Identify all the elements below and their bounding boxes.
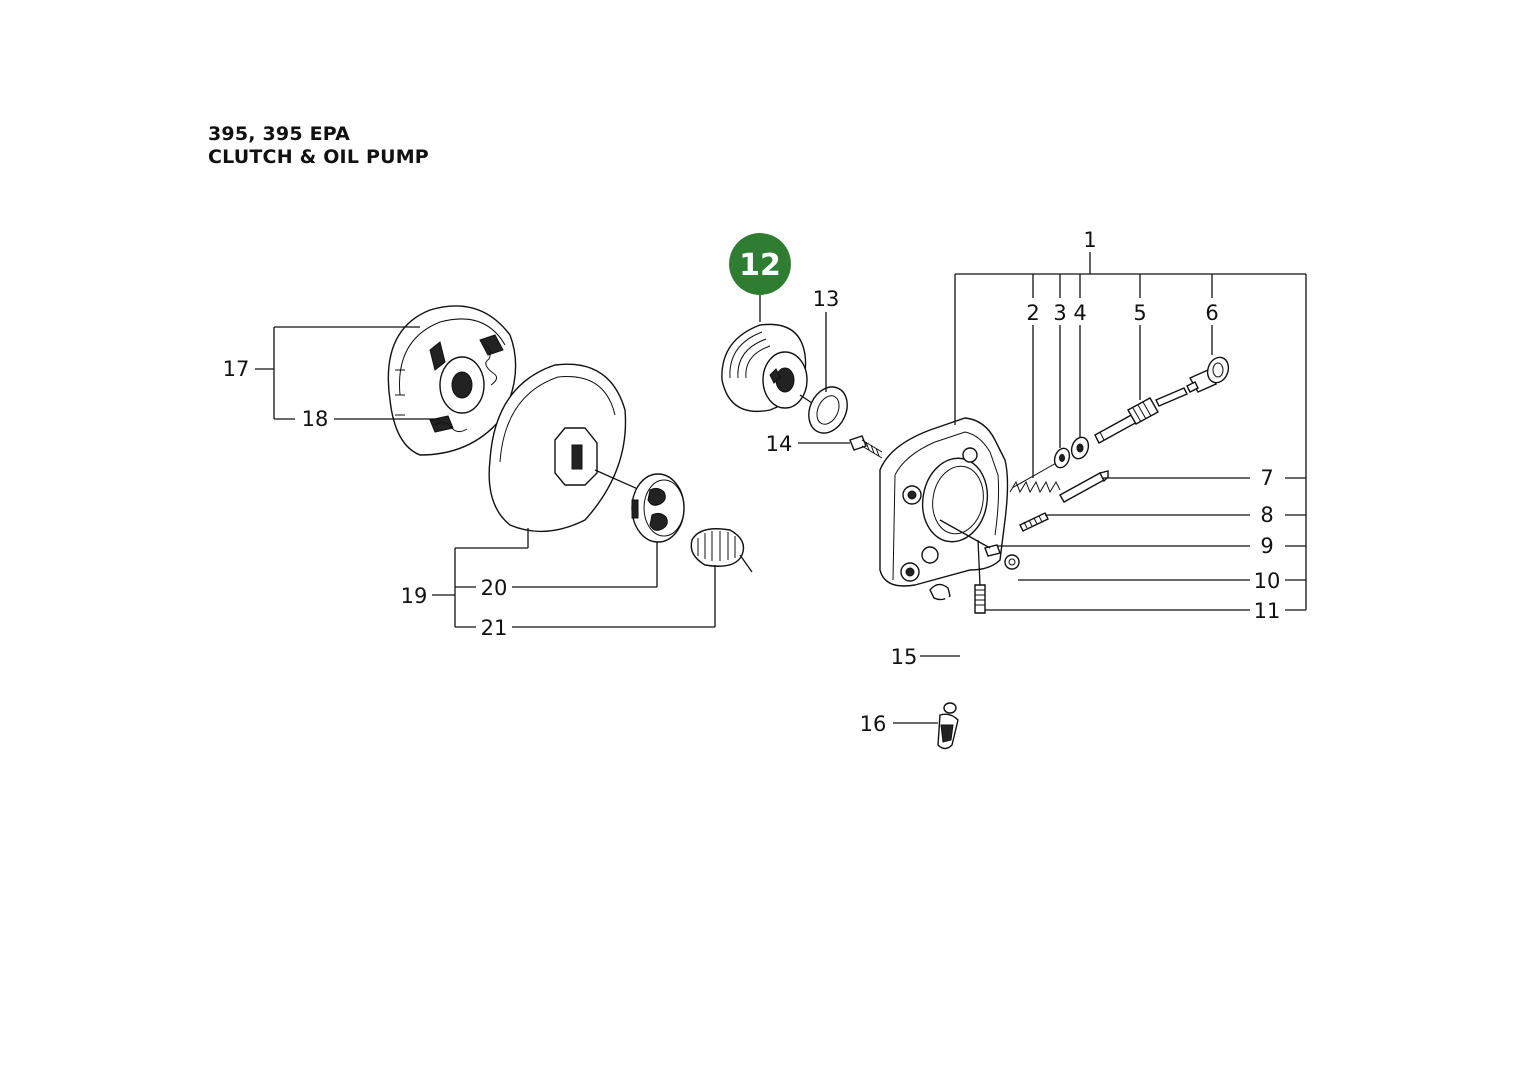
callout-10[interactable]: 10	[1254, 569, 1281, 593]
pump-plunger[interactable]	[1094, 387, 1188, 444]
diagram-section-title: CLUTCH & OIL PUMP	[208, 146, 429, 168]
callout-6[interactable]: 6	[1205, 301, 1218, 325]
plug[interactable]	[1186, 354, 1232, 393]
callout-11[interactable]: 11	[1254, 599, 1281, 623]
callout-13[interactable]: 13	[813, 287, 840, 311]
pin[interactable]	[939, 519, 1001, 557]
spring[interactable]	[1009, 461, 1061, 494]
set-screw[interactable]	[974, 539, 986, 614]
callout-14[interactable]: 14	[766, 432, 793, 456]
callout-5[interactable]: 5	[1133, 301, 1146, 325]
callout-2[interactable]: 2	[1026, 301, 1039, 325]
washer-4[interactable]	[1069, 435, 1092, 461]
oil-hose[interactable]	[929, 583, 965, 706]
screw[interactable]	[849, 435, 883, 459]
callout-1[interactable]: 1	[1083, 228, 1096, 252]
leader-lines	[255, 252, 1307, 724]
highlight-badge-12[interactable]: 12	[729, 233, 791, 295]
adjusting-screw[interactable]	[1019, 512, 1049, 532]
sprocket[interactable]	[631, 473, 685, 543]
callout-9[interactable]: 9	[1260, 534, 1273, 558]
callout-20[interactable]: 20	[481, 576, 508, 600]
callout-19[interactable]: 19	[401, 584, 428, 608]
callout-4[interactable]: 4	[1073, 301, 1086, 325]
callout-8[interactable]: 8	[1260, 503, 1273, 527]
callout-16[interactable]: 16	[860, 712, 887, 736]
callout-18[interactable]: 18	[302, 407, 329, 431]
clutch-assembly[interactable]	[387, 305, 517, 456]
needle-bearing[interactable]	[690, 528, 753, 573]
highlight-number: 12	[739, 248, 781, 283]
clutch-drum[interactable]	[488, 363, 641, 533]
diagram-model-title: 395, 395 EPA	[208, 123, 351, 145]
callout-3[interactable]: 3	[1053, 301, 1066, 325]
callout-17[interactable]: 17	[223, 357, 250, 381]
washer-3[interactable]	[1052, 446, 1072, 470]
callout-21[interactable]: 21	[481, 616, 508, 640]
callout-15[interactable]: 15	[891, 645, 918, 669]
oil-filter[interactable]	[937, 702, 959, 750]
callout-labels: 1 2 3 4 5 6 7 8 9 10 11 13 14 15 16 17 1…	[223, 228, 1281, 736]
adjusting-pin[interactable]	[1059, 470, 1109, 503]
nipple[interactable]	[1004, 554, 1020, 570]
callout-7[interactable]: 7	[1260, 466, 1273, 490]
oil-pump-worm-gear[interactable]	[721, 323, 816, 412]
oil-pump-housing[interactable]	[879, 417, 1009, 587]
washer[interactable]	[802, 381, 855, 440]
